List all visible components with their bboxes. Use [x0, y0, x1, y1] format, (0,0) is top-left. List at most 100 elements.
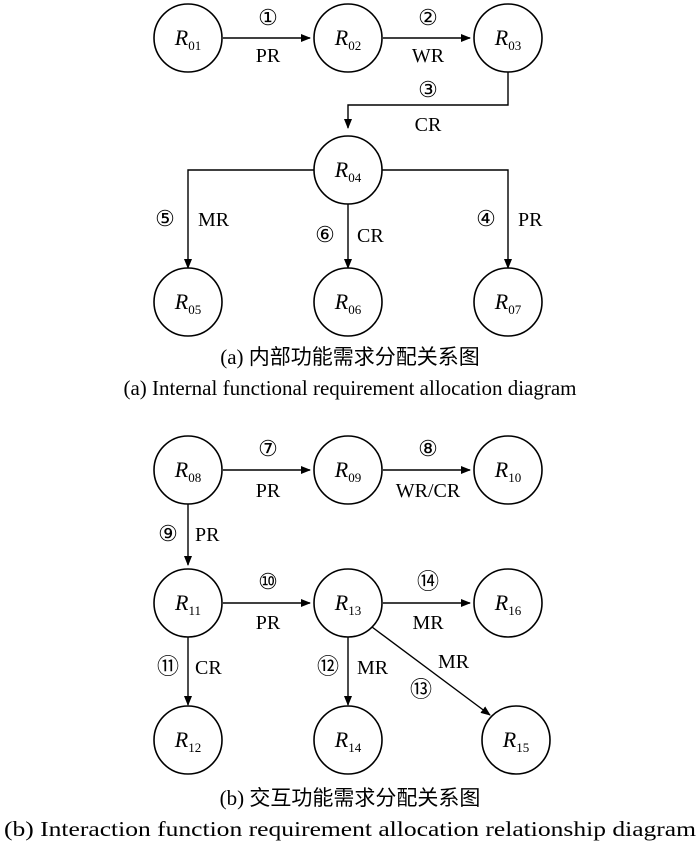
- node-r13-sub: 13: [348, 603, 361, 618]
- node-r10: R10: [473, 435, 543, 505]
- node-r09-sub: 09: [348, 470, 361, 485]
- edge-8-number: ⑧: [418, 436, 438, 461]
- edge-2-label: WR: [412, 45, 445, 67]
- node-r16-sub: 16: [508, 603, 522, 618]
- node-r06: R06: [313, 267, 383, 337]
- node-r01-letter: R: [174, 25, 189, 50]
- node-r14: R14: [313, 705, 383, 775]
- edge-1-number: ①: [258, 5, 278, 30]
- node-r07: R07: [473, 267, 543, 337]
- node-r14-sub: 14: [348, 740, 362, 755]
- caption-b-english: (b) Interaction function requirement all…: [4, 817, 696, 841]
- edge-8-label: WR/CR: [396, 480, 461, 502]
- node-r02: R02: [313, 3, 383, 73]
- node-r03: R03: [473, 3, 543, 73]
- svg-text:R08: R08: [174, 457, 201, 485]
- edge-14-number: ⑭: [417, 569, 439, 594]
- svg-text:R14: R14: [334, 727, 362, 755]
- node-r03-sub: 03: [508, 38, 521, 53]
- edge-11-number: ⑪: [157, 654, 179, 679]
- edge-5-label: MR: [198, 209, 230, 231]
- svg-text:R10: R10: [494, 457, 521, 485]
- node-r15-letter: R: [502, 727, 517, 752]
- diagram-a: ① PR ② WR ③ CR ⑤ MR ⑥ CR ④ PR R01 R02 R0…: [123, 3, 577, 400]
- edge-10-label: PR: [256, 612, 281, 634]
- edge-7-label: PR: [256, 480, 281, 502]
- node-r05-letter: R: [174, 289, 189, 314]
- edge-10-number: ⑩: [258, 569, 278, 594]
- svg-text:R01: R01: [174, 25, 201, 53]
- node-r05: R05: [153, 267, 223, 337]
- edge-13-label: MR: [438, 651, 470, 673]
- node-r15: R15: [481, 705, 551, 775]
- node-r08-letter: R: [174, 457, 189, 482]
- edge-7-number: ⑦: [258, 436, 278, 461]
- node-r15-sub: 15: [516, 740, 529, 755]
- edge-4-number: ④: [476, 206, 496, 231]
- svg-text:R07: R07: [494, 289, 522, 317]
- svg-text:R13: R13: [334, 590, 361, 618]
- edge-12-number: ⑫: [317, 654, 339, 679]
- edge-12-label: MR: [357, 657, 389, 679]
- svg-text:R11: R11: [174, 590, 201, 618]
- caption-a-english: (a) Internal functional requirement allo…: [123, 376, 576, 400]
- node-r02-letter: R: [334, 25, 349, 50]
- svg-text:R06: R06: [334, 289, 362, 317]
- node-r05-sub: 05: [188, 302, 201, 317]
- node-r07-sub: 07: [508, 302, 522, 317]
- node-r01-sub: 01: [188, 38, 201, 53]
- caption-a-chinese: (a) 内部功能需求分配关系图: [220, 345, 480, 369]
- edge-r13-r15: [371, 626, 491, 716]
- node-r06-sub: 06: [348, 302, 362, 317]
- svg-text:R15: R15: [502, 727, 529, 755]
- node-r03-letter: R: [494, 25, 509, 50]
- node-r04-letter: R: [334, 157, 349, 182]
- node-r10-sub: 10: [508, 470, 521, 485]
- node-r04: R04: [313, 135, 383, 205]
- svg-text:R04: R04: [334, 157, 362, 185]
- edge-r03-r04: [344, 72, 509, 129]
- svg-text:R09: R09: [334, 457, 361, 485]
- node-r14-letter: R: [334, 727, 349, 752]
- edge-r04-r07: [382, 169, 512, 269]
- node-r13-letter: R: [334, 590, 349, 615]
- edge-13-number: ⑬: [410, 677, 432, 702]
- edge-5-number: ⑤: [155, 206, 175, 231]
- svg-text:R12: R12: [174, 727, 201, 755]
- node-r12: R12: [153, 705, 223, 775]
- edge-r04-r05: [184, 169, 314, 269]
- edge-14-label: MR: [412, 612, 444, 634]
- node-r08-sub: 08: [188, 470, 201, 485]
- node-r12-sub: 12: [188, 740, 201, 755]
- edge-6-label: CR: [357, 225, 384, 247]
- svg-text:R16: R16: [494, 590, 522, 618]
- edge-11-label: CR: [195, 657, 222, 679]
- node-r07-letter: R: [494, 289, 509, 314]
- edge-9-number: ⑨: [158, 521, 178, 546]
- node-r09: R09: [313, 435, 383, 505]
- svg-text:R03: R03: [494, 25, 521, 53]
- caption-b-chinese: (b) 交互功能需求分配关系图: [220, 786, 481, 810]
- node-r08: R08: [153, 435, 223, 505]
- edge-3-number: ③: [418, 77, 438, 102]
- edge-4-label: PR: [518, 209, 543, 231]
- diagram-b: ⑦ PR ⑧ WR/CR ⑨ PR ⑩ PR ⑭ MR ⑪ CR ⑫ MR MR…: [4, 435, 696, 841]
- edge-6-number: ⑥: [315, 222, 335, 247]
- node-r11: R11: [153, 568, 223, 638]
- edge-2-number: ②: [418, 5, 438, 30]
- node-r10-letter: R: [494, 457, 509, 482]
- node-r13: R13: [313, 568, 383, 638]
- node-r16: R16: [473, 568, 543, 638]
- svg-text:R02: R02: [334, 25, 361, 53]
- svg-text:R05: R05: [174, 289, 201, 317]
- edge-9-label: PR: [195, 524, 220, 546]
- node-r16-letter: R: [494, 590, 509, 615]
- node-r02-sub: 02: [348, 38, 361, 53]
- node-r12-letter: R: [174, 727, 189, 752]
- node-r11-sub: 11: [188, 603, 201, 618]
- node-r06-letter: R: [334, 289, 349, 314]
- node-r01: R01: [153, 3, 223, 73]
- node-r11-letter: R: [174, 590, 189, 615]
- node-r04-sub: 04: [348, 170, 362, 185]
